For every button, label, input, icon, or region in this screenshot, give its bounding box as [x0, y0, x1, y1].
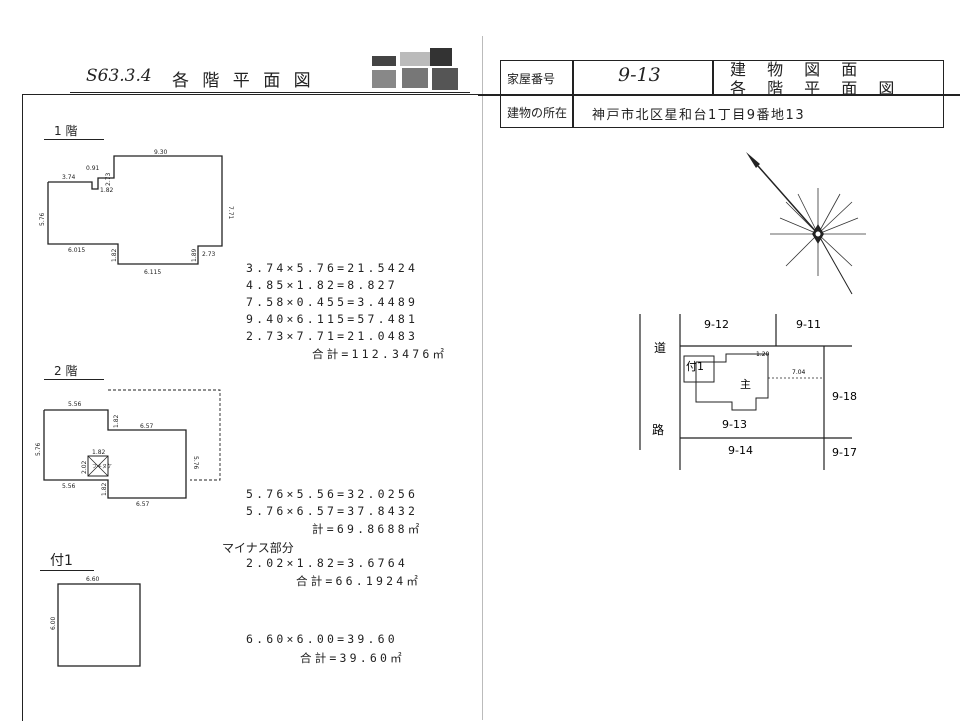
f2-dim-bottom-right: 6.57: [136, 501, 150, 508]
lot-9-17: 9-17: [832, 446, 857, 459]
floor2-label-underline: [44, 379, 104, 380]
annex-total: 合計=39.60㎡: [300, 651, 405, 665]
floor1-label-underline: [44, 139, 104, 140]
floor2-minus-label: マイナス部分: [222, 541, 294, 555]
floor1-calc-2: 4.85×1.82=8.827: [246, 278, 398, 292]
left-title-underline: [70, 92, 470, 93]
floor1-calc-3: 7.58×0.455=3.4489: [246, 295, 419, 309]
annex-dim-top: 6.60: [86, 576, 100, 583]
f1-dim-bottom-notch-v2: 1.89: [191, 248, 198, 262]
annex-calc: 6.60×6.00=39.60: [246, 632, 398, 646]
house-number-label: 家屋番号: [507, 72, 556, 86]
annex-outline: [57, 583, 141, 667]
table-edge: [478, 94, 500, 96]
location-value: 神戸市北区星和台1丁目9番地13: [592, 108, 806, 123]
f2-dim-notch-v: 1.82: [113, 414, 120, 428]
floor2-plan: 5.56 5.76 5.56 1.82 6.57 5.76 6.57 1.82 …: [35, 389, 221, 508]
floor2-dashed-upper: [108, 389, 221, 481]
f1-dim-bottom-notch-v1: 1.82: [111, 248, 118, 262]
floor2-calc-1: 5.76×5.56=32.0256: [246, 487, 419, 501]
floor1-total: 合計=112.3476㎡: [312, 347, 448, 361]
lot-9-13: 9-13: [722, 418, 747, 431]
f1-dim-left-top: 3.74: [62, 174, 76, 181]
annex-plan: 6.60 6.00: [50, 576, 141, 667]
site-map-main-building: [695, 353, 769, 411]
road-label-1: 道: [654, 341, 666, 355]
redacted-block: [372, 48, 464, 92]
f1-dim-top: 9.30: [154, 149, 168, 156]
f1-dim-notch-v: 2.73: [105, 172, 112, 186]
f2-dim-right-side: 5.76: [192, 456, 199, 470]
table-col-divider: [572, 60, 574, 128]
page-spine: [482, 36, 483, 720]
annex-dim-side: 6.00: [50, 616, 57, 630]
f1-dim-bottom-mid: 6.115: [144, 269, 161, 276]
site-annex-label: 付1: [686, 360, 704, 373]
table-edge-right: [944, 94, 960, 96]
floor2-label: 2 階: [54, 364, 78, 378]
f1-dim-right-side: 7.71: [227, 206, 234, 220]
house-number-value: 9-13: [618, 64, 661, 86]
floor1-label: 1 階: [54, 124, 78, 138]
left-page-frame: [22, 94, 483, 721]
f2-dim-mid-top: 6.57: [140, 423, 154, 430]
f2-fukinuke-label: フキヌケ: [92, 463, 112, 470]
table-divider: [500, 94, 944, 96]
floor2-total: 合計=66.1924㎡: [296, 574, 422, 588]
f2-dim-left-side: 5.76: [35, 442, 42, 456]
lot-9-12: 9-12: [704, 318, 729, 331]
site-main-label: 主: [740, 378, 751, 391]
f2-dim-fukinuke-w: 1.82: [92, 449, 106, 456]
f1-dim-small-top: 0.91: [86, 165, 100, 172]
site-dim-2: 7.04: [792, 369, 806, 376]
floor1-plan: 9.30 0.91 3.74 1.82 2.73 5.76 7.71 6.015…: [39, 149, 234, 276]
site-dim-1: 1.20: [756, 351, 770, 358]
f1-dim-notch-h: 1.82: [100, 187, 114, 194]
floor2-calc-2: 5.76×6.57=37.8432: [246, 504, 419, 518]
right-title-line2: 各 階 平 面 図: [730, 79, 903, 98]
location-label: 建物の所在: [507, 106, 568, 120]
left-title: 各 階 平 面 図: [172, 71, 315, 91]
annex-label-underline: [40, 570, 94, 571]
road-label-2: 路: [652, 422, 664, 437]
site-map-annex: [683, 355, 715, 383]
f1-dim-bottom-left: 6.015: [68, 247, 85, 254]
lot-9-18: 9-18: [832, 390, 857, 403]
f2-dim-top-left: 5.56: [68, 401, 82, 408]
f1-dim-left-side: 5.76: [39, 212, 46, 226]
site-map: 9-12 9-11 9-18 9-13 9-14 9-17 道 路 付1 主 1…: [639, 314, 857, 470]
floor2-subtotal: 計=69.8688㎡: [312, 522, 423, 536]
north-arrow-icon: [746, 152, 866, 295]
handwritten-date: S63.3.4: [86, 66, 152, 86]
lot-9-11: 9-11: [796, 318, 821, 331]
right-title-line1: 建 物 図 面: [730, 60, 866, 79]
annex-label: 付1: [50, 553, 73, 569]
floor1-calc-4: 9.40×6.115=57.481: [246, 312, 419, 326]
floor1-calc-1: 3.74×5.76=21.5424: [246, 261, 419, 275]
floor2-minus-calc: 2.02×1.82=3.6764: [246, 556, 408, 570]
lot-9-14: 9-14: [728, 444, 753, 457]
table-col-divider-2: [712, 60, 714, 94]
floor1-calc-5: 2.73×7.71=21.0483: [246, 329, 419, 343]
f2-dim-bottom-left: 5.56: [62, 483, 76, 490]
fukinuke-box: [87, 455, 109, 477]
f1-dim-bottom-right: 2.73: [202, 251, 216, 258]
f2-dim-fukinuke-h: 2.02: [81, 460, 88, 474]
floor2-outline: [43, 409, 187, 499]
f2-dim-bottom-notch-v: 1.82: [101, 482, 108, 496]
